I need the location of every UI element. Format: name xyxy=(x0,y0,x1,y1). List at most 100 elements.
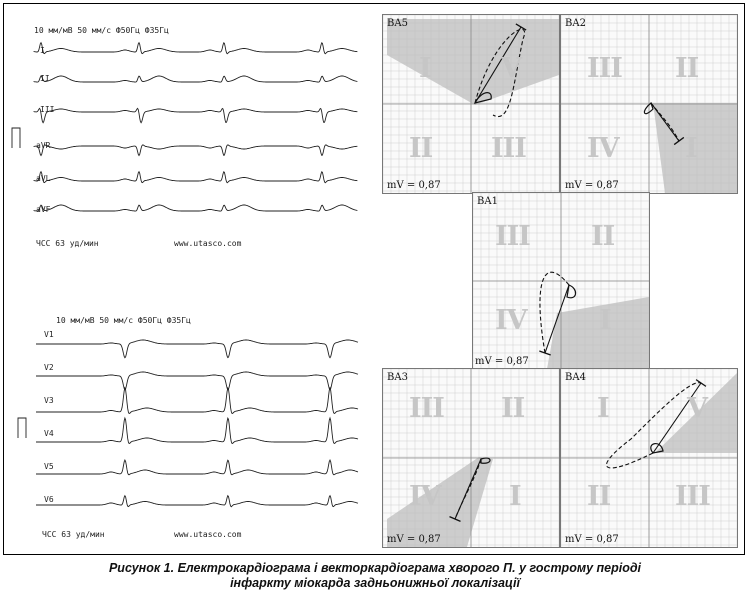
sector-label: II xyxy=(587,481,611,512)
sector-label: IV xyxy=(409,481,442,512)
sector-label: III xyxy=(409,393,445,424)
vcg-label-ba3: BA3 xyxy=(387,372,408,383)
ecg-chest-leads-panel: 10 мм/мВ 50 мм/с Ф50Гц Ф35Гц V1 V2 V3 V4… xyxy=(6,312,372,552)
vcg-plot-ba5 xyxy=(383,15,559,193)
vcg-plot-ba1 xyxy=(473,193,649,369)
vector-loop xyxy=(605,382,702,469)
vcg-label-ba1: BA1 xyxy=(477,196,498,207)
vector-tip-bar xyxy=(515,23,527,31)
ecg-trace-v1 xyxy=(36,339,359,359)
sector-label: IV xyxy=(495,305,528,336)
vcg-panel-ba2: III II IV I BA2 mV = 0,87 xyxy=(560,14,738,194)
vcg-label-ba4: BA4 xyxy=(565,372,586,383)
figure-caption: Рисунок 1. Електрокардіограма і векторка… xyxy=(0,561,750,591)
ecg-trace-avr xyxy=(33,144,358,157)
vcg-mv-ba3: mV = 0,87 xyxy=(387,534,441,545)
lead-label-avr: aVR xyxy=(36,141,51,150)
sector-label: V xyxy=(501,53,522,84)
vcg-mv-ba1: mV = 0,87 xyxy=(475,356,529,367)
vcg-plot-ba4 xyxy=(561,369,737,547)
sector-label: II xyxy=(409,133,433,164)
vcg-panel-ba4: I V II III BA4 mV = 0,87 xyxy=(560,368,738,548)
max-vector xyxy=(474,26,522,104)
sector-label: II xyxy=(675,53,699,84)
small-loop xyxy=(643,101,654,115)
ecg-trace-i xyxy=(33,41,358,55)
vector-tip-bar xyxy=(449,516,461,522)
lead-label-v6: V6 xyxy=(44,495,54,504)
ecg-trace-v5 xyxy=(36,459,359,476)
sector-label: III xyxy=(675,481,711,512)
ecg-trace-v2 xyxy=(36,371,359,391)
vcg-plot-ba3 xyxy=(383,369,559,547)
ecg-top-heart-rate: ЧСС 63 уд/мин xyxy=(36,239,99,248)
vector-tip-bar xyxy=(695,379,707,387)
sector-label: I xyxy=(509,481,522,512)
vcg-plot-ba2 xyxy=(561,15,737,193)
ecg-trace-avf xyxy=(33,204,358,212)
lead-label-v1: V1 xyxy=(44,330,54,339)
max-vector xyxy=(650,102,680,142)
ecg-limb-leads-traces xyxy=(11,41,358,212)
lead-label-v2: V2 xyxy=(44,363,54,372)
small-loop xyxy=(650,443,664,454)
sector-label: II xyxy=(591,221,615,252)
ecg-limb-leads-panel: 10 мм/мВ 50 мм/с Ф50Гц Ф35Гц I II III aV… xyxy=(6,6,372,261)
vcg-panel-ba3: III II IV I BA3 mV = 0,87 xyxy=(382,368,560,548)
vector-loop xyxy=(539,271,570,354)
ecg-top-site: www.utasco.com xyxy=(174,239,242,248)
caption-line-2: інфаркту міокарда задньонижньої локаліза… xyxy=(230,576,520,590)
caption-line-1: Рисунок 1. Електрокардіограма і векторка… xyxy=(108,561,642,575)
sector-label: I xyxy=(685,133,698,164)
vcg-mv-ba5: mV = 0,87 xyxy=(387,180,441,191)
shaded-sector xyxy=(387,457,493,547)
sector-label: III xyxy=(495,221,531,252)
ecg-trace-v6 xyxy=(36,494,359,508)
sector-label: IV xyxy=(587,133,620,164)
sector-label: I xyxy=(597,393,610,424)
vcg-panel-ba5: I V II III BA5 mV = 0,87 xyxy=(382,14,560,194)
max-vector xyxy=(454,458,482,520)
sector-label: II xyxy=(501,393,525,424)
shaded-sector xyxy=(387,19,559,105)
vector-tip-bar xyxy=(673,136,685,146)
ecg-trace-avl xyxy=(33,170,358,184)
sector-label: I xyxy=(599,305,612,336)
lead-label-avf: aVF xyxy=(36,205,51,214)
shaded-sector xyxy=(655,373,737,453)
small-loop xyxy=(566,284,577,299)
ecg-bottom-heart-rate: ЧСС 63 уд/мин xyxy=(42,530,105,539)
ecg-trace-iii xyxy=(33,107,358,124)
ecg-trace-v4 xyxy=(36,416,359,445)
max-vector xyxy=(544,284,570,354)
sector-label: III xyxy=(491,133,527,164)
calibration-pulse xyxy=(17,417,27,438)
lead-label-avl: aVL xyxy=(36,174,51,183)
lead-label-i: I xyxy=(40,46,45,55)
ecg-trace-ii xyxy=(33,75,358,83)
vcg-mv-ba2: mV = 0,87 xyxy=(565,180,619,191)
ecg-bottom-site: www.utasco.com xyxy=(174,530,242,539)
ecg-chest-leads-traces xyxy=(17,339,359,508)
lead-label-v3: V3 xyxy=(44,396,54,405)
vcg-label-ba2: BA2 xyxy=(565,18,586,29)
ecg-bottom-header: 10 мм/мВ 50 мм/с Ф50Гц Ф35Гц xyxy=(56,316,191,325)
max-vector xyxy=(652,382,702,454)
shaded-sector xyxy=(547,297,649,369)
vcg-mv-ba4: mV = 0,87 xyxy=(565,534,619,545)
sector-label: I xyxy=(419,53,432,84)
lead-label-ii: II xyxy=(40,74,50,83)
ecg-top-header: 10 мм/мВ 50 мм/с Ф50Гц Ф35Гц xyxy=(34,26,169,35)
ecg-trace-v3 xyxy=(36,386,359,415)
sector-label: V xyxy=(687,393,708,424)
small-loop xyxy=(480,457,491,464)
calibration-pulse xyxy=(11,127,21,148)
vector-tip-bar xyxy=(539,350,551,356)
vcg-label-ba5: BA5 xyxy=(387,18,408,29)
sector-label: III xyxy=(587,53,623,84)
vcg-panel-ba1: III II IV I BA1 mV = 0,87 xyxy=(472,192,650,370)
lead-label-iii: III xyxy=(40,105,55,114)
shaded-sector xyxy=(653,103,737,193)
lead-label-v4: V4 xyxy=(44,429,54,438)
lead-label-v5: V5 xyxy=(44,462,54,471)
